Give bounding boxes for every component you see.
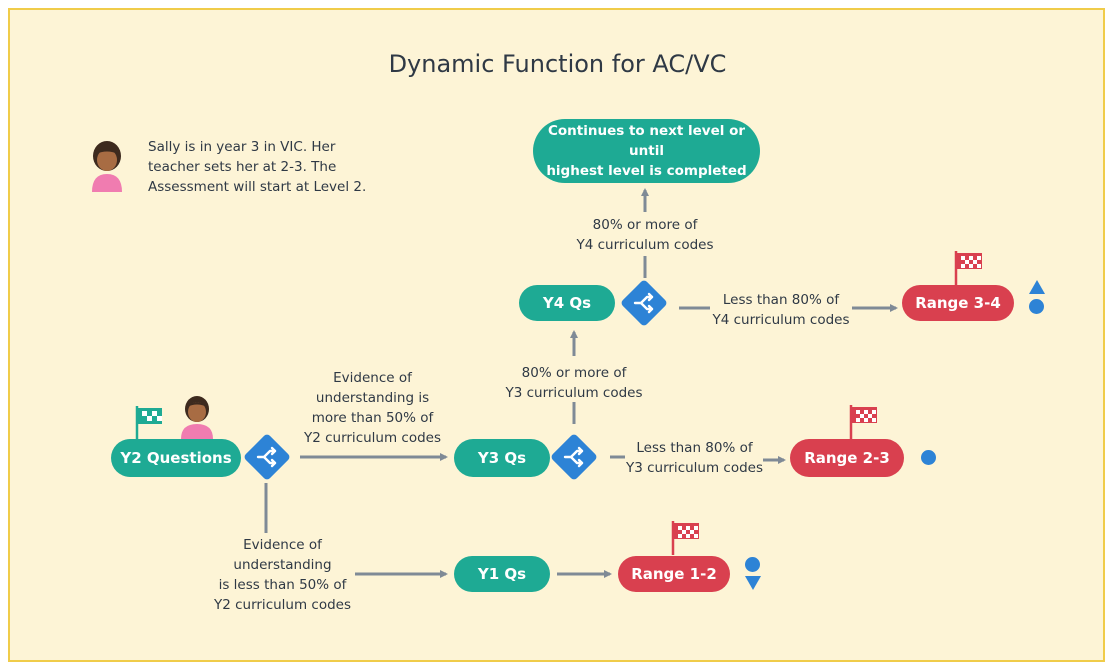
label-line: Y4 curriculum codes [712,312,850,328]
diagram-frame [8,8,1105,662]
split-icon [563,446,584,468]
person-icon [181,396,213,439]
dot-icon [921,450,936,465]
label-y2-more: Evidence of understanding is more than 5… [300,368,445,448]
diagram-title: Dynamic Function for AC/VC [388,50,727,78]
intro-text: Sally is in year 3 in VIC. Her teacher s… [148,137,366,197]
label-line: Less than 80% of [636,440,753,456]
split-icon [256,446,277,468]
label-y3-more: 80% or more of Y3 curriculum codes [500,363,648,403]
y3-questions-node: Y3 Qs [454,439,550,477]
label-line: Y3 curriculum codes [625,460,764,476]
label-line: Y2 curriculum codes [303,430,442,446]
label-line: Y3 curriculum codes [505,385,643,401]
dot-icon [1029,299,1044,314]
label-line: understanding is [315,390,430,406]
intro-line: teacher sets her at 2-3. The [148,159,337,175]
y2-questions-node: Y2 Questions [111,439,241,477]
label-line: understanding [233,557,332,573]
y1-questions-node: Y1 Qs [454,556,550,592]
label-line: Y4 curriculum codes [576,237,714,253]
range-2-3-node: Range 2-3 [790,439,904,477]
continues-node: Continues to next level or until highest… [533,119,760,183]
split-icon [633,292,654,314]
intro-line: Assessment will start at Level 2. [148,179,367,195]
dot-icon [745,557,760,572]
checkered-flag-icon [954,251,982,285]
label-line: is less than 50% of [218,577,347,593]
label-line: 80% or more of [521,365,627,381]
checkered-flag-icon [849,405,877,439]
range-1-2-node: Range 1-2 [618,556,730,592]
triangle-up-icon [1029,280,1045,294]
triangle-down-icon [745,576,761,590]
intro-line: Sally is in year 3 in VIC. Her [148,139,336,155]
label-y4-more: 80% or more of Y4 curriculum codes [570,215,720,255]
label-line: Y2 curriculum codes [213,597,352,613]
label-line: Evidence of [243,537,322,553]
person-icon [92,141,122,192]
label-line: Less than 80% of [722,292,840,308]
checkered-flag-icon [671,521,699,555]
range-3-4-node: Range 3-4 [902,285,1014,321]
label-y4-less: Less than 80% of Y4 curriculum codes [706,290,856,330]
label-line: more than 50% of [311,410,434,426]
checkered-flag-icon [135,406,162,440]
label-y2-less: Evidence of understanding is less than 5… [210,535,355,615]
label-line: 80% or more of [592,217,698,233]
continues-line: highest level is completed [546,163,747,179]
continues-line: Continues to next level or until [547,123,746,159]
label-line: Evidence of [333,370,412,386]
label-y3-less: Less than 80% of Y3 curriculum codes [622,438,767,478]
y4-questions-node: Y4 Qs [519,285,615,321]
